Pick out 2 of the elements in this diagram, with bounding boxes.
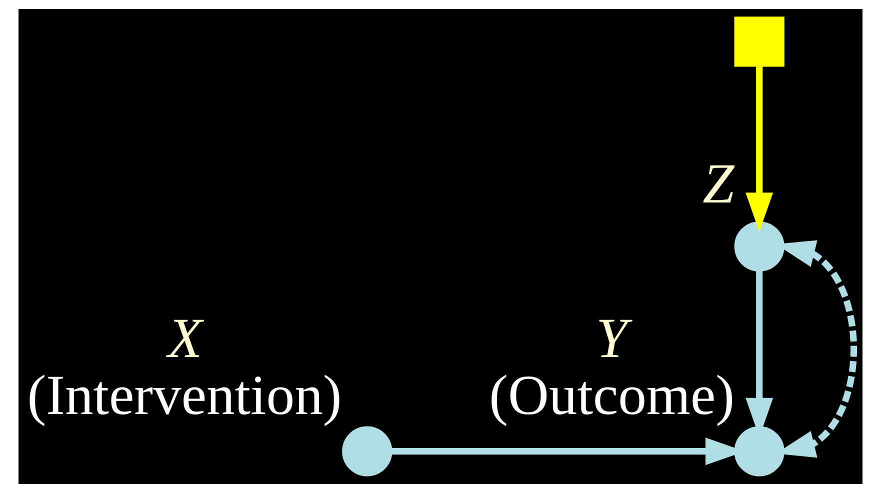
node-label: (Outcome) [488, 364, 734, 426]
node-label: Z [702, 152, 734, 215]
